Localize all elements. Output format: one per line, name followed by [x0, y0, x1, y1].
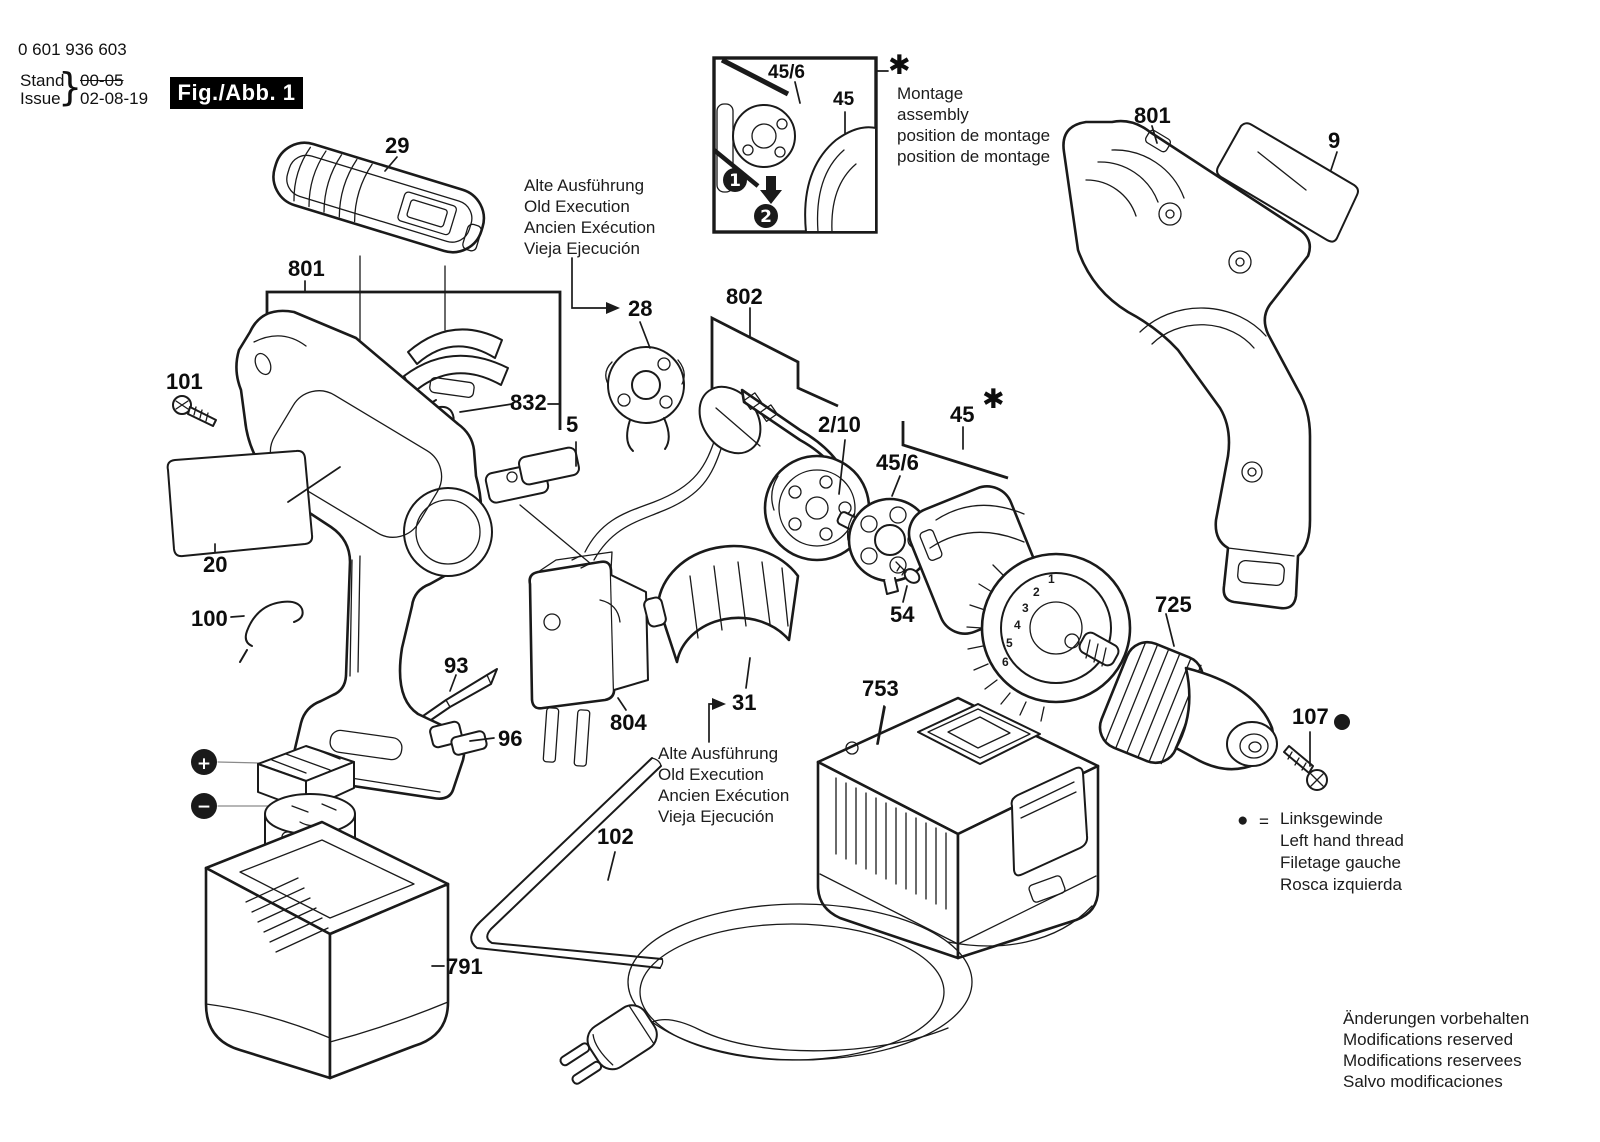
right-housing-drawing	[1062, 119, 1312, 610]
inset-step-1: 1	[729, 171, 741, 191]
callout-93: 93	[444, 653, 469, 678]
callout-102: 102	[597, 824, 634, 849]
left-hand-thread-note: Linksgewinde Left hand thread Filetage g…	[1280, 809, 1404, 894]
modifications-note: Änderungen vorbehalten Modifications res…	[1343, 1009, 1530, 1091]
dial-number: 1	[1048, 572, 1055, 586]
callout-5: 5	[566, 412, 579, 437]
callout-832: 832	[510, 390, 547, 415]
plate-45-6-drawing	[846, 475, 933, 595]
dial-number: 5	[1006, 636, 1013, 650]
misc-leaders	[877, 706, 886, 745]
issue-dates: 00-05 02-08-19	[80, 72, 148, 108]
montage-asterisk: ✱	[888, 50, 911, 81]
chuck-725-drawing	[1098, 613, 1278, 771]
stand-label: Stand	[20, 71, 65, 90]
issue-date: 02-08-19	[80, 89, 149, 108]
screw-107-drawing	[1283, 714, 1350, 791]
assembly-inset-drawing: 1 2	[712, 56, 889, 234]
callout-29: 29	[385, 133, 410, 158]
callout-54: 54	[890, 602, 915, 627]
label-plate-9-drawing	[1216, 122, 1359, 243]
minus-terminal-icon	[191, 793, 217, 819]
bit-93-drawing	[422, 668, 498, 721]
motor-2-10-drawing	[698, 385, 871, 562]
old-execution-note-top: Alte Ausführung Old Execution Ancien Exé…	[524, 176, 656, 258]
inset-callout-45-6: 45/6	[768, 62, 805, 83]
callout-107: 107	[1292, 704, 1329, 729]
left-housing-drawing	[235, 309, 493, 800]
charger-vents	[835, 777, 947, 910]
callout-31: 31	[732, 690, 757, 715]
wire-clip-100-drawing	[230, 600, 304, 663]
callout-801-right: 801	[1134, 103, 1171, 128]
callout-100: 100	[191, 606, 228, 631]
callout-725: 725	[1155, 592, 1192, 617]
callout-791: 791	[446, 954, 483, 979]
dial-ribs	[966, 564, 1045, 722]
minus-symbol: −	[197, 797, 211, 817]
brace-glyph: }	[58, 65, 83, 109]
superseded-date: 00-05	[80, 71, 124, 90]
callout-28: 28	[628, 296, 653, 321]
callout-45: 45	[950, 402, 975, 427]
mount-31-drawing	[643, 544, 800, 689]
callout-801-left: 801	[288, 256, 325, 281]
dial-number: 3	[1022, 601, 1029, 615]
old-execution-arrows	[571, 257, 726, 743]
inset-step-2: 2	[760, 207, 772, 227]
inset-callout-45: 45	[833, 89, 855, 110]
callout-802: 802	[726, 284, 763, 309]
charger-753-drawing	[816, 696, 1100, 960]
figure-badge: Fig./Abb. 1	[170, 77, 303, 109]
plus-terminal-icon	[191, 749, 217, 775]
document-part-number: 0 601 936 603	[18, 40, 127, 59]
gearbox-45-drawing: 1 2 3 4 5 6	[901, 421, 1132, 722]
left-hand-thread-dot	[1334, 714, 1350, 730]
plus-symbol: +	[197, 754, 211, 774]
plug-drawing	[559, 1004, 658, 1085]
issue-label: Issue	[20, 89, 61, 108]
top-cover-drawing	[272, 141, 486, 254]
screw-54-drawing	[895, 561, 921, 603]
callout-9: 9	[1328, 128, 1341, 153]
thread-note-equals: =	[1259, 812, 1269, 831]
montage-note: Montage assembly position de montage pos…	[897, 84, 1051, 166]
callout-20: 20	[203, 552, 228, 577]
leader-29	[384, 156, 398, 172]
dial-number: 6	[1002, 655, 1009, 669]
bearing-plate-28-drawing	[605, 321, 685, 452]
motor-wires-drawing	[571, 435, 723, 569]
thread-note-bullet: ●	[1237, 810, 1249, 831]
bracket-802	[710, 307, 839, 414]
battery-drawing: + −	[191, 745, 450, 1080]
callout-45-6: 45/6	[876, 450, 919, 475]
dial-number: 2	[1033, 585, 1040, 599]
callout-2-10: 2/10	[818, 412, 861, 437]
callout-753: 753	[862, 676, 899, 701]
dial-number: 4	[1014, 618, 1021, 632]
power-cable-drawing	[559, 903, 1093, 1085]
old-execution-note-bottom: Alte Ausführung Old Execution Ancien Exé…	[658, 744, 790, 826]
clip-96-drawing	[429, 720, 495, 756]
stand-issue-labels: Stand Issue	[20, 72, 64, 108]
wire-loop-102-drawing	[470, 757, 664, 969]
switch-804-drawing	[528, 551, 649, 767]
callout-101: 101	[166, 369, 203, 394]
label-plate-20-drawing	[166, 449, 341, 558]
screw-101-drawing	[172, 395, 217, 427]
callout-804: 804	[610, 710, 647, 735]
callout-96: 96	[498, 726, 523, 751]
callout-45-asterisk: ✱	[982, 384, 1005, 415]
button-5-drawing	[484, 441, 633, 599]
